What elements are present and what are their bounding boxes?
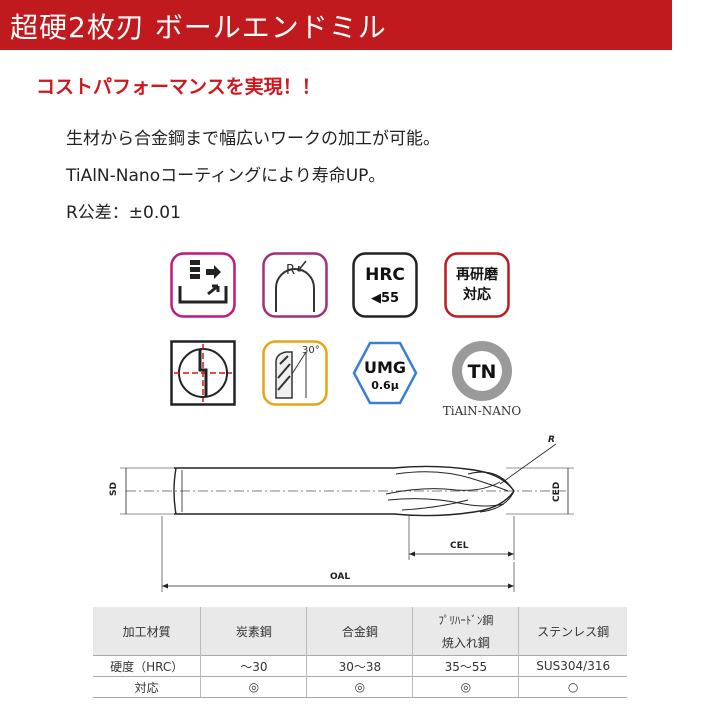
tn-coating-icon: TN xyxy=(444,338,520,404)
table-cell: ○ xyxy=(518,676,627,698)
title-banner: 超硬2枚刃 ボールエンドミル xyxy=(0,0,672,50)
material-table: 加工材質 炭素鋼 合金鋼 ﾌﾟﾘﾊｰﾄﾞﾝ鋼 焼入れ鋼 ステンレス鋼 硬度（HR… xyxy=(93,607,627,698)
helix-angle-label: 30° xyxy=(302,345,320,356)
umg-icon: UMG 0.6μ xyxy=(352,340,418,406)
table-header-cell: 合金鋼 xyxy=(306,607,414,656)
table-cell: 30～38 xyxy=(306,655,414,677)
sd-label: SD xyxy=(109,482,119,496)
umg-label: UMG xyxy=(364,358,406,377)
regrind-label-1: 再研磨 xyxy=(456,266,499,283)
crosshair-icon xyxy=(170,340,236,406)
table-cell: SUS304/316 xyxy=(518,655,627,677)
feature-line-1: 生材から合金鋼まで幅広いワークの加工が可能。 xyxy=(66,129,440,149)
radius-label: R xyxy=(286,263,295,278)
end-mill-drawing: SD CED R CEL OAL xyxy=(109,435,574,592)
table-cell: ◎ xyxy=(412,676,520,698)
ced-label: CED xyxy=(552,482,562,502)
r-label: R xyxy=(548,435,555,445)
table-header-row: 加工材質 炭素鋼 合金鋼 ﾌﾟﾘﾊｰﾄﾞﾝ鋼 焼入れ鋼 ステンレス鋼 xyxy=(93,607,627,656)
feature-line-3: R公差：±0.01 xyxy=(66,203,181,223)
radius-icon: R xyxy=(262,252,328,318)
table-cell: 硬度（HRC） xyxy=(93,655,202,677)
tagline: コストパフォーマンスを実現！！ xyxy=(36,76,321,98)
table-row: 硬度（HRC） ～30 30～38 35～55 SUS304/316 xyxy=(93,655,627,677)
table-header-line-1: ﾌﾟﾘﾊｰﾄﾞﾝ鋼 xyxy=(438,613,494,627)
table-header-cell-prehardened: ﾌﾟﾘﾊｰﾄﾞﾝ鋼 焼入れ鋼 xyxy=(412,607,520,656)
cel-label: CEL xyxy=(450,541,469,551)
coolant-cut-icon xyxy=(170,252,236,318)
tn-label: TN xyxy=(468,361,497,383)
table-row: 対応 ◎ ◎ ◎ ○ xyxy=(93,676,627,698)
table-cell: 対応 xyxy=(93,676,202,698)
oal-label: OAL xyxy=(330,572,350,582)
table-cell: ～30 xyxy=(200,655,308,677)
umg-sublabel: 0.6μ xyxy=(371,379,399,392)
table-cell: ◎ xyxy=(200,676,308,698)
table-header-line-2: 焼入れ鋼 xyxy=(441,635,490,650)
table-header-cell: 加工材質 xyxy=(93,607,202,656)
table-cell: 35～55 xyxy=(412,655,520,677)
regrind-label-2: 対応 xyxy=(462,286,491,303)
table-cell: ◎ xyxy=(306,676,414,698)
hrc-sublabel: ◀55 xyxy=(371,291,399,306)
hrc-label: HRC xyxy=(365,265,405,285)
feature-line-2: TiAlN-Nanoコーティングにより寿命UP。 xyxy=(66,166,386,186)
hrc-icon: HRC ◀55 xyxy=(352,252,418,318)
table-header-cell: ステンレス鋼 xyxy=(518,607,627,656)
regrind-icon: 再研磨 対応 xyxy=(444,252,510,318)
tn-caption: TiAlN-NANO xyxy=(442,404,522,418)
table-header-cell: 炭素鋼 xyxy=(200,607,308,656)
page-title: 超硬2枚刃 ボールエンドミル xyxy=(10,11,387,44)
helix-angle-icon: 30° xyxy=(262,340,328,406)
